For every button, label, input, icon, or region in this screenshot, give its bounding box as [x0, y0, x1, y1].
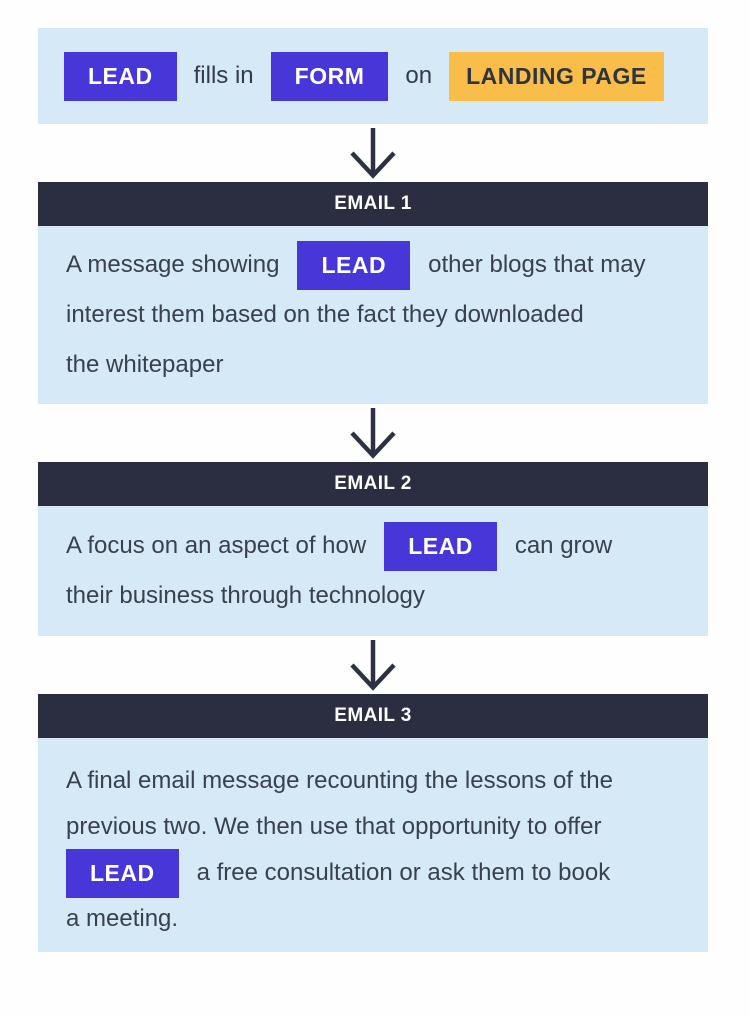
email-1-header: EMAIL 1: [38, 182, 708, 226]
fills-in-text: fills in: [193, 62, 254, 89]
body-text: can grow: [514, 532, 613, 559]
email-3-line-2: previous two. We then use that opportuni…: [66, 813, 602, 840]
email-2-body: A focus on an aspect of how LEAD can gro…: [38, 506, 708, 636]
email-1-line-2: interest them based on the fact they dow…: [66, 301, 584, 328]
body-text: a free consultation or ask them to book: [196, 859, 611, 886]
email-2-line-2: their business through technology: [66, 582, 425, 609]
flow-connector-3: [38, 636, 708, 694]
email-2-section: EMAIL 2 A focus on an aspect of how LEAD…: [38, 462, 708, 636]
email-3-line-3: LEAD a free consultation or ask them to …: [66, 848, 680, 898]
lead-badge: LEAD: [66, 848, 179, 898]
form-badge: FORM: [270, 51, 389, 101]
arrow-down-icon: [350, 408, 396, 459]
on-text: on: [405, 62, 433, 89]
arrow-down-icon: [350, 128, 396, 179]
email-1-section: EMAIL 1 A message showing LEAD other blo…: [38, 182, 708, 404]
lead-badge: LEAD: [384, 521, 497, 571]
flow-connector-1: [38, 124, 708, 182]
email-3-line-4: a meeting.: [66, 905, 179, 932]
arrow-down-icon: [350, 640, 396, 691]
landing-page-badge: LANDING PAGE: [449, 51, 664, 101]
email-3-section: EMAIL 3 A final email message recounting…: [38, 694, 708, 952]
body-text: other blogs that may: [428, 251, 646, 278]
email-1-line-1: A message showing LEAD other blogs that …: [66, 240, 680, 290]
lead-badge: LEAD: [64, 51, 177, 101]
email-2-line-1: A focus on an aspect of how LEAD can gro…: [66, 521, 680, 571]
trigger-step: LEAD fills in FORM on LANDING PAGE: [38, 28, 708, 124]
flow-connector-2: [38, 404, 708, 462]
email-3-header: EMAIL 3: [38, 694, 708, 738]
email-1-line-3: the whitepaper: [66, 351, 224, 378]
email-1-body: A message showing LEAD other blogs that …: [38, 226, 708, 404]
email-3-body: A final email message recounting the les…: [38, 738, 708, 952]
email-3-line-1: A final email message recounting the les…: [66, 767, 613, 794]
lead-badge: LEAD: [297, 240, 411, 290]
email-2-header: EMAIL 2: [38, 462, 708, 506]
body-text: A message showing: [66, 251, 280, 278]
body-text: A focus on an aspect of how: [66, 532, 367, 559]
